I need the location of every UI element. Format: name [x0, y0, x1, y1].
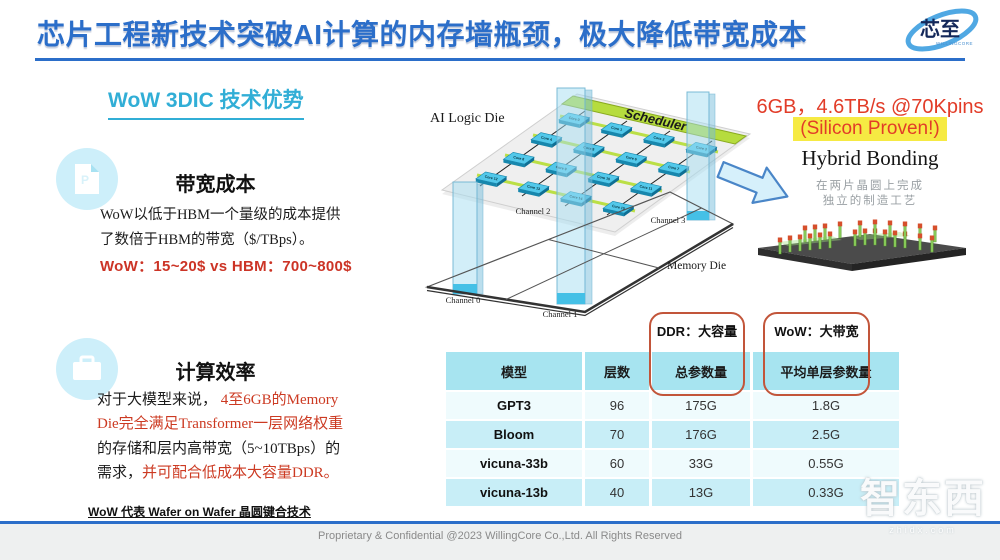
pillar-center [556, 87, 593, 305]
cost-comparison-highlight: WoW：15~20$ vs HBM：700~800$ [100, 258, 352, 275]
bandwidth-cost-title: 带宽成本 [175, 174, 256, 196]
svg-text:P: P [81, 173, 89, 187]
channel-pillars [452, 87, 716, 305]
logo-subtitle: WILLINGCORE [936, 41, 973, 46]
svg-text:Core 11: Core 11 [639, 184, 653, 191]
callout-ddr: DDR：大容量 [649, 312, 745, 396]
core-chip: Core 1 [600, 122, 633, 139]
callout-wow: WoW：大带宽 [763, 312, 870, 396]
footer-text: Proprietary & Confidential @2023 Willing… [318, 530, 682, 542]
wow-footnote: WoW 代表 Wafer on Wafer 晶圆键合技术 [88, 505, 311, 519]
spec-text: 6GB，4.6TB/s @70Kpins [756, 96, 984, 118]
channel-3-label: Channel 3 [651, 215, 686, 225]
document-icon: P [56, 148, 118, 210]
pillar-left [452, 181, 484, 295]
models-table: 模型 层数 总参数量 平均单层参数量 GPT3 96 175G 1.8G Blo… [443, 350, 902, 508]
svg-text:Core 15: Core 15 [611, 204, 625, 211]
table-row: GPT3 96 175G 1.8G [446, 392, 899, 419]
bandwidth-text-line1: WoW以低于HBM一个量级的成本提供 [100, 207, 341, 223]
bonding-subtitle-2: 独立的制造工艺 [822, 195, 918, 207]
compute-text-seg2: 4至6GB的Memory Die完全满足Transformer一层网络权重 [97, 392, 344, 433]
wow-3dic-diagram: Scheduler Core 0 Core 1 Core 2 Core 3 Co… [424, 87, 752, 319]
bonding-subtitle-1: 在两片晶圆上完成 [816, 180, 924, 192]
svg-text:Core 2: Core 2 [653, 135, 665, 141]
bonding-3d-graphic [758, 219, 966, 271]
brand-logo: 芯至 WILLINGCORE [905, 8, 979, 52]
svg-text:Core 13: Core 13 [527, 184, 541, 191]
header-avg-params: 平均单层参数量 [753, 352, 899, 390]
table-row: Bloom 70 176G 2.5G [446, 421, 899, 448]
title-underline [35, 58, 965, 61]
channel-2-label: Channel 2 [516, 206, 551, 216]
header-model: 模型 [446, 352, 582, 390]
memory-die-plane [424, 191, 735, 317]
svg-text:Core 1: Core 1 [611, 126, 623, 132]
section-heading: WoW 3DIC 技术优势 [108, 84, 304, 120]
table-row: vicuna-13b 40 13G 0.33G [446, 479, 899, 506]
svg-text:Core 10: Core 10 [597, 175, 611, 182]
compute-text-seg4: 并可配合低成本大容量DDR。 [142, 464, 339, 481]
ai-logic-die-label: AI Logic Die [430, 111, 505, 126]
svg-text:Core 7: Core 7 [668, 165, 680, 171]
core-chip: Core 7 [657, 161, 690, 178]
footer-strip [0, 524, 1000, 560]
core-chip: Core 15 [602, 200, 635, 217]
bandwidth-text-line2: 了数倍于HBM的带宽（$/TBps）。 [100, 232, 314, 248]
compute-text-seg1: 对于大模型来说， [97, 392, 221, 408]
logo-orbit-icon [905, 8, 979, 52]
silicon-proven-badge: (Silicon Proven!) [793, 117, 947, 141]
svg-text:Core 6: Core 6 [625, 155, 637, 161]
flow-arrow-icon [716, 160, 789, 204]
hybrid-bonding-title: Hybrid Bonding [801, 146, 939, 170]
core-chip: Core 13 [517, 181, 550, 198]
core-chip: Core 11 [630, 181, 662, 198]
compute-efficiency-text: 对于大模型来说， 4至6GB的Memory Die完全满足Transformer… [97, 388, 353, 485]
core-chip: Core 2 [643, 132, 675, 149]
memory-die-label: Memory Die [667, 260, 726, 272]
core-chip: Core 8 [502, 151, 535, 168]
briefcase-icon [56, 338, 118, 400]
pillar-right [686, 91, 716, 221]
core-chip: Core 6 [615, 151, 648, 168]
core-chip: Core 12 [475, 171, 508, 188]
footer-divider [0, 521, 1000, 524]
svg-text:Core 4: Core 4 [541, 135, 553, 141]
core-chip: Core 10 [587, 171, 620, 188]
table-row: vicuna-33b 60 33G 0.55G [446, 450, 899, 477]
svg-text:Core 8: Core 8 [513, 155, 525, 161]
core-chip: Core 4 [530, 132, 563, 149]
compute-efficiency-title: 计算效率 [175, 362, 256, 384]
header-layers: 层数 [585, 352, 649, 390]
channel-1-label: Channel 1 [543, 309, 578, 319]
slide-title: 芯片工程新技术突破AI计算的内存墙瓶颈，极大降低带宽成本 [37, 19, 808, 50]
channel-0-label: Channel 0 [446, 295, 481, 305]
svg-text:Core 12: Core 12 [484, 175, 498, 182]
compute-text-seg3: 的存储和层内高带宽（5~10TBps）的需求， [97, 440, 341, 481]
logo-name: 芯至 [920, 17, 960, 41]
